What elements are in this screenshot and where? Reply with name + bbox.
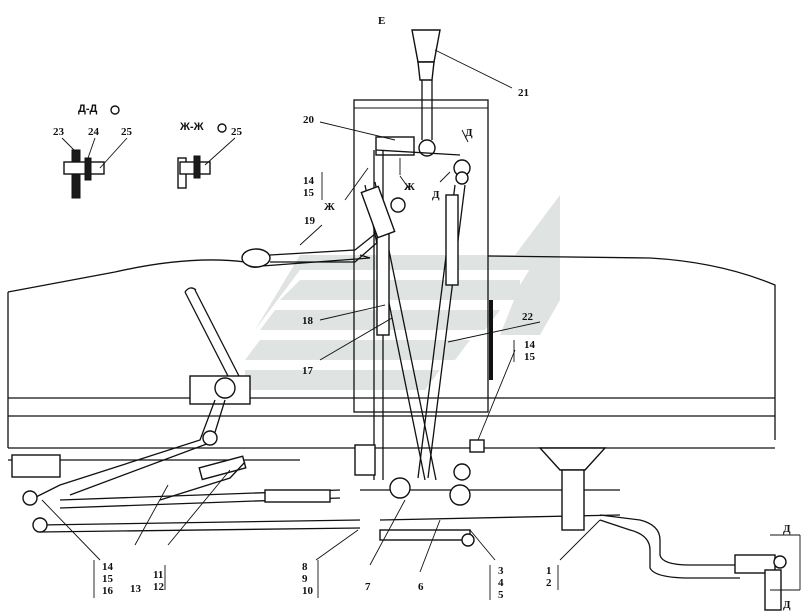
rods <box>360 150 466 481</box>
view-marker-d2: Д <box>432 189 440 201</box>
pedal-assembly <box>11 287 361 533</box>
callout-14-top: 14 <box>303 175 315 187</box>
callout-22: 22 <box>522 311 534 323</box>
callout-15-top: 15 <box>303 187 315 199</box>
callout-10: 10 <box>302 585 314 597</box>
callout-16: 16 <box>102 585 114 597</box>
leader-lines <box>41 49 801 591</box>
callout-18: 18 <box>302 315 314 327</box>
view-marker-zh1: Ж <box>404 181 415 193</box>
cab-body <box>7 254 776 461</box>
callout-23: 23 <box>53 126 65 138</box>
callout-15-bottom: 15 <box>102 573 114 585</box>
callout-14-right: 14 <box>524 339 536 351</box>
callout-7: 7 <box>365 581 371 593</box>
console-box <box>353 99 493 413</box>
callout-12: 12 <box>153 581 165 593</box>
section-zhzh <box>177 123 227 189</box>
watermark-logo <box>245 195 560 390</box>
gear-shift-lever <box>375 29 471 185</box>
callout-bars <box>93 172 559 600</box>
callout-24: 24 <box>88 126 100 138</box>
callout-4: 4 <box>498 577 504 589</box>
section-title-dd: Д-Д <box>78 103 97 115</box>
callout-3: 3 <box>498 565 504 577</box>
view-marker-d3: Д <box>783 523 791 535</box>
text-labels: Е Д-Д Ж-Ж Д Д Д Д Ж Ж 21 20 14 15 19 18 … <box>53 15 791 611</box>
brake-lever-19 <box>241 229 381 268</box>
callout-9: 9 <box>302 573 308 585</box>
callout-5: 5 <box>498 589 504 601</box>
callout-25a: 25 <box>121 126 133 138</box>
callout-6: 6 <box>418 581 424 593</box>
callout-15-right: 15 <box>524 351 536 363</box>
callout-11: 11 <box>153 569 163 581</box>
callout-19: 19 <box>304 215 316 227</box>
callout-1: 1 <box>546 565 552 577</box>
callout-20: 20 <box>303 114 315 126</box>
callout-8: 8 <box>302 561 308 573</box>
view-marker-zh2: Ж <box>324 201 335 213</box>
callout-21: 21 <box>518 87 529 99</box>
callout-14-bottom: 14 <box>102 561 114 573</box>
view-marker-d1: Д <box>465 127 473 139</box>
view-marker-d4: Д <box>783 599 791 611</box>
callout-25b: 25 <box>231 126 243 138</box>
callout-13: 13 <box>130 583 142 595</box>
section-title-zhzh: Ж-Ж <box>179 121 204 133</box>
section-dd <box>63 105 120 199</box>
marker-e: Е <box>378 15 385 27</box>
callout-17: 17 <box>302 365 314 377</box>
callout-2: 2 <box>546 577 552 589</box>
